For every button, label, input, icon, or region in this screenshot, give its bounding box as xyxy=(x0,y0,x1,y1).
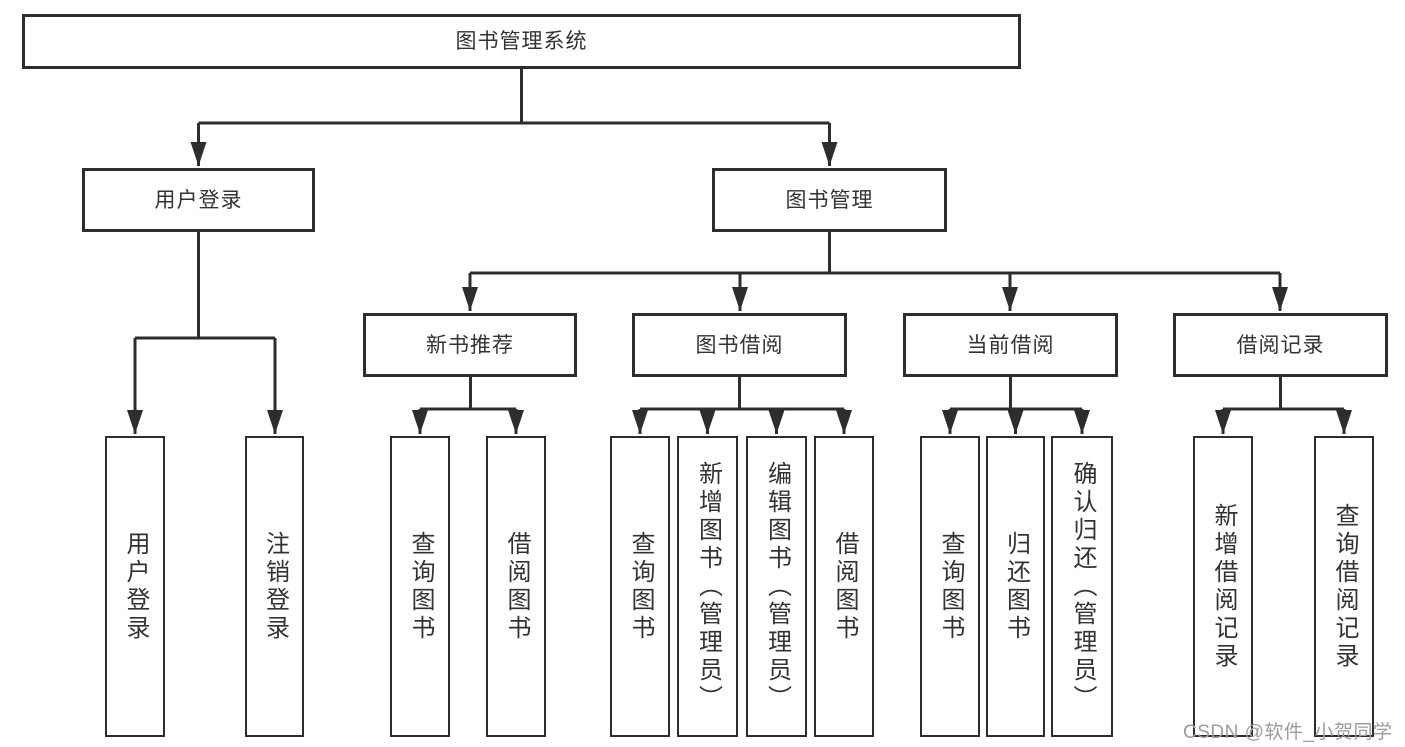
leaf-cb-confirm-return-admin: 确认归还（管理员） xyxy=(1051,436,1113,737)
leaf-bb-add-books-admin: 新增图书（管理员） xyxy=(677,436,738,737)
node-current-borrowing: 当前借阅 xyxy=(903,313,1118,377)
leaf-user-login: 用户登录 xyxy=(105,436,165,737)
leaf-bb-borrow-books: 借阅图书 xyxy=(814,436,874,737)
leaf-cb-query-books: 查询图书 xyxy=(920,436,980,737)
leaf-br-add-record: 新增借阅记录 xyxy=(1193,436,1253,737)
leaf-br-query-record: 查询借阅记录 xyxy=(1314,436,1374,737)
connector-arrows xyxy=(127,123,1352,434)
csdn-watermark: CSDN @软件_小贺同学 xyxy=(1183,722,1393,743)
node-borrowing-records: 借阅记录 xyxy=(1173,313,1388,377)
leaf-cb-return-books: 归还图书 xyxy=(986,436,1045,737)
node-root: 图书管理系统 xyxy=(22,14,1021,69)
connector-segments xyxy=(135,69,1344,411)
leaf-bb-query-books: 查询图书 xyxy=(610,436,670,737)
node-book-borrowing: 图书借阅 xyxy=(632,313,847,377)
leaf-logout: 注销登录 xyxy=(245,436,304,737)
node-book-management: 图书管理 xyxy=(712,168,947,232)
leaf-nb-borrow-books: 借阅图书 xyxy=(486,436,546,737)
node-user-login: 用户登录 xyxy=(82,168,315,232)
leaf-bb-edit-books-admin: 编辑图书（管理员） xyxy=(746,436,807,737)
leaf-nb-query-books: 查询图书 xyxy=(390,436,450,737)
node-new-book-recommend: 新书推荐 xyxy=(363,313,577,377)
